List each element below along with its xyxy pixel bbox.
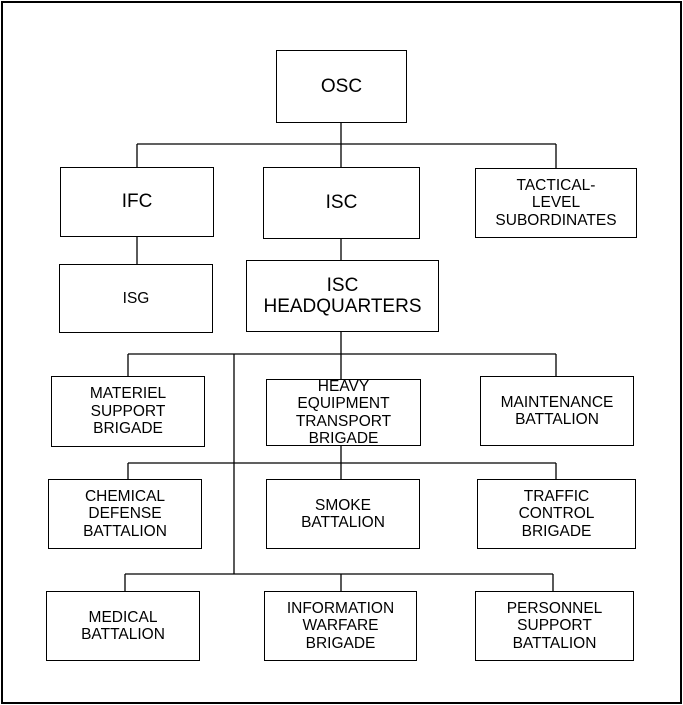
maintenance-battalion-label: MAINTENANCE BATTALION (500, 393, 614, 428)
connector-row3 (124, 573, 554, 591)
medical-battalion-label: MEDICAL BATTALION (81, 608, 165, 643)
tactical-subordinates-label: TACTICAL- LEVEL SUBORDINATES (495, 176, 617, 229)
materiel-support-brigade-label: MATERIEL SUPPORT BRIGADE (89, 385, 167, 438)
isg-label: ISG (122, 289, 150, 307)
connector-hq-trunk (233, 332, 342, 574)
maintenance-battalion-box: MAINTENANCE BATTALION (480, 376, 634, 446)
tactical-subordinates-box: TACTICAL- LEVEL SUBORDINATES (475, 168, 637, 238)
traffic-control-brigade-label: TRAFFIC CONTROL BRIGADE (518, 487, 595, 540)
medical-battalion-box: MEDICAL BATTALION (46, 591, 200, 661)
osc-box: OSC (276, 50, 407, 123)
smoke-battalion-label: SMOKE BATTALION (301, 496, 385, 531)
chemical-defense-battalion-box: CHEMICAL DEFENSE BATTALION (48, 479, 202, 549)
isc-box: ISC (263, 167, 420, 239)
materiel-support-brigade-box: MATERIEL SUPPORT BRIGADE (51, 376, 205, 447)
information-warfare-brigade-box: INFORMATION WARFARE BRIGADE (264, 591, 417, 661)
traffic-control-brigade-box: TRAFFIC CONTROL BRIGADE (477, 479, 636, 549)
personnel-support-battalion-label: PERSONNEL SUPPORT BATTALION (506, 599, 603, 652)
personnel-support-battalion-box: PERSONNEL SUPPORT BATTALION (475, 591, 634, 661)
isc-headquarters-label: ISC HEADQUARTERS (263, 274, 422, 317)
connector-row1 (127, 353, 557, 379)
smoke-battalion-box: SMOKE BATTALION (266, 479, 420, 549)
heavy-equipment-transport-brigade-label: HEAVY EQUIPMENT TRANSPORT BRIGADE (295, 377, 392, 447)
connector-row2 (127, 446, 557, 479)
isg-box: ISG (59, 264, 213, 333)
isc-label: ISC (325, 192, 358, 214)
connector-osc-level1 (136, 123, 557, 168)
chemical-defense-battalion-label: CHEMICAL DEFENSE BATTALION (83, 487, 167, 540)
osc-label: OSC (320, 75, 363, 97)
heavy-equipment-transport-brigade-box: HEAVY EQUIPMENT TRANSPORT BRIGADE (266, 377, 421, 447)
information-warfare-brigade-label: INFORMATION WARFARE BRIGADE (286, 599, 395, 652)
isc-headquarters-box: ISC HEADQUARTERS (246, 260, 439, 332)
ifc-label: IFC (121, 191, 153, 213)
ifc-box: IFC (60, 167, 214, 237)
